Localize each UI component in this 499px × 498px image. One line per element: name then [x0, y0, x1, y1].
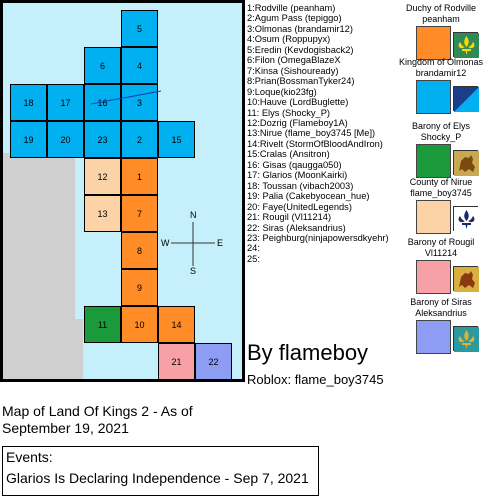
territory-entry: 6:Filon (OmegaBlazeX [247, 55, 341, 66]
territory-tile-1: 1 [121, 158, 158, 195]
territory-entry: 24: [247, 243, 260, 254]
territory-entry: 13:Nirue (flame_boy3745 [Me]) [247, 128, 376, 139]
legend-title: Barony of Elys [411, 121, 471, 131]
border-line [91, 90, 162, 105]
territory-tile-13: 13 [84, 195, 121, 232]
territory-entry: 16: Gisas (qaugga050) [247, 159, 342, 170]
territory-tile-5: 5 [121, 10, 158, 47]
legend-owner: peanham [422, 13, 460, 24]
territory-tile-8: 8 [121, 232, 158, 269]
legend-swatch [416, 144, 451, 178]
compass-north: N [190, 210, 197, 220]
events-box: Events: Glarios Is Declaring Independenc… [2, 446, 319, 496]
territory-entry: 3:Olmonas (brandamir12) [247, 23, 353, 34]
territory-list: 1:Rodville (peanham)2:Agum Pass (tepiggo… [247, 3, 389, 264]
legend-owner: Aleksandrius [415, 307, 467, 318]
territory-entry: 23: Peighburg(ninjapowersdkyehr) [247, 232, 389, 243]
territory-tile-4: 4 [121, 47, 158, 84]
legend-title: County of Nirue [409, 177, 473, 187]
roblox-username: Roblox: flame_boy3745 [247, 372, 384, 387]
compass-rose: N S E W [153, 210, 233, 280]
territory-tile-17: 17 [47, 84, 84, 121]
territory-entry: 15:Cralas (Ansitron) [247, 149, 330, 160]
territory-tile-9: 9 [121, 269, 158, 306]
diagonal-flag-icon [453, 86, 479, 112]
compass-cross-icon [171, 222, 215, 266]
compass-west: W [161, 238, 170, 248]
territory-entry: 20: Faye(UnitedLegends) [247, 201, 352, 212]
territory-entry: 18: Toussan (vibach2003) [247, 180, 354, 191]
territory-tile-21: 21 [158, 343, 195, 379]
territory-tile-18: 18 [10, 84, 47, 121]
legend-title: Barony of Rougil [407, 237, 475, 247]
fleur-de-lis-flag-icon [453, 326, 479, 352]
territory-entry: 21: Rougil (Vl11214) [247, 212, 332, 223]
territory-entry: 10:Hauve (LordBuglette) [247, 97, 349, 108]
territory-entry: 1:Rodville (peanham) [247, 3, 336, 13]
legend-title: Duchy of Rodville [405, 3, 477, 13]
map-caption: Map of Land Of Kings 2 - As of September… [2, 403, 193, 436]
legend-title: Kingdom of Olmonas [398, 57, 484, 67]
events-heading: Events: [6, 449, 53, 465]
legend-owner: Vl11214 [424, 247, 458, 258]
territory-entry: 19: Palia (Cakebyocean_hue) [247, 191, 370, 202]
fleur-de-lis-flag-icon [453, 206, 479, 232]
territory-entry: 2:Agum Pass (tepiggo) [247, 13, 342, 24]
territory-tile-11: 11 [84, 306, 121, 343]
legend-title: Barony of Siras [410, 297, 472, 307]
territory-tile-23: 23 [84, 121, 121, 158]
territory-tile-7: 7 [121, 195, 158, 232]
territory-entry: 17: Glarios (MoonKairki) [247, 170, 348, 181]
lion-flag-icon [453, 150, 479, 176]
territory-entry: 12:Dozrig (Flameboy1A) [247, 117, 348, 128]
territory-tile-6: 6 [84, 47, 121, 84]
compass-south: S [190, 266, 197, 276]
territory-entry: 5:Eredin (Kevdogisback2) [247, 44, 354, 55]
territory-tile-3: 3 [121, 84, 158, 121]
fleur-de-lis-flag-icon [453, 32, 479, 58]
legend-swatch [416, 260, 451, 294]
legend-swatch [416, 320, 451, 354]
territory-tile-2: 2 [121, 121, 158, 158]
territory-entry: 4:Osum (Roppupyx) [247, 34, 331, 45]
territory-entry: 9:Loque(kio23fg) [247, 86, 317, 97]
legend-owner: flame_boy3745 [410, 187, 472, 198]
territory-entry: 22: Siras (Aleksandrius) [247, 222, 346, 233]
legend-swatch [416, 200, 451, 234]
compass-east: E [217, 238, 224, 248]
territory-tile-22: 22 [195, 343, 232, 379]
lion-flag-icon [453, 266, 479, 292]
legend-owner: brandamir12 [415, 67, 467, 78]
territory-entry: 14:Rivelt (StormOfBloodAndIron) [247, 138, 383, 149]
territory-tile-19: 19 [10, 121, 47, 158]
territory-tile-16: 16 [84, 84, 121, 121]
legend-swatch [416, 80, 451, 114]
territory-tile-10: 10 [121, 306, 158, 343]
territory-entry: 11: Elys (Shocky_P) [247, 107, 331, 118]
territory-tile-12: 12 [84, 158, 121, 195]
event-item: Glarios Is Declaring Independence - Sep … [6, 470, 309, 486]
territory-tile-15: 15 [158, 121, 195, 158]
territory-tile-14: 14 [158, 306, 195, 343]
territory-entry: 25: [247, 253, 260, 264]
territory-entry: 8:Prian(BossmanTyker24) [247, 76, 355, 87]
legend-owner: Shocky_P [420, 131, 462, 142]
author-byline: By flameboy [247, 340, 369, 365]
territory-tile-20: 20 [47, 121, 84, 158]
legend-swatch [416, 26, 451, 60]
territory-entry: 7:Kinsa (Sishouready) [247, 65, 339, 76]
